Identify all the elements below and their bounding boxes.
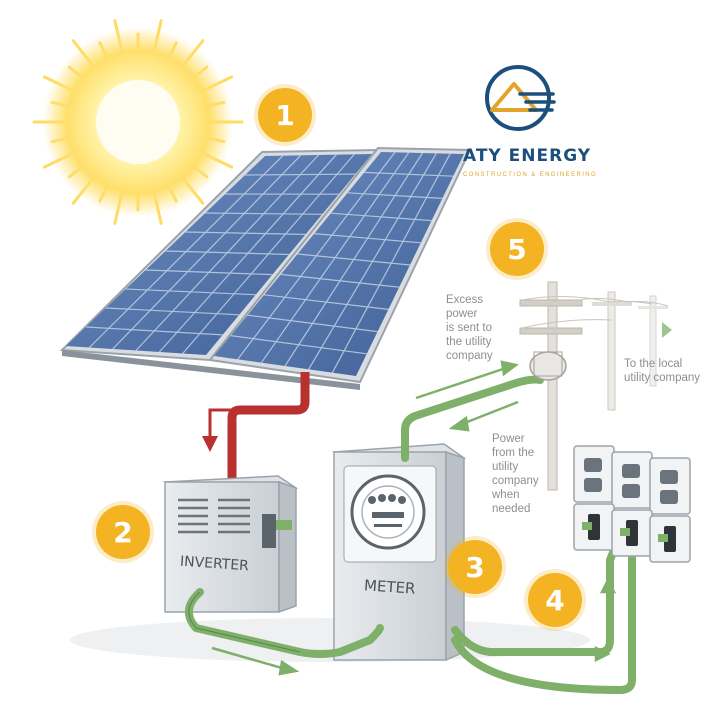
inverter-box-icon (162, 475, 299, 614)
meter-box-icon (331, 443, 467, 662)
note-utility-company: To the local utility company (624, 358, 701, 384)
brand-tagline: CONSTRUCTION & ENGINEERING (463, 172, 598, 178)
note-power-from-utility: Power from the utility company when need… (492, 433, 539, 515)
step-badge-3: 3 (448, 540, 502, 594)
solar-panel-icon (59, 146, 472, 390)
utility-pole-icon (519, 281, 672, 491)
step-badge-1: 1 (258, 88, 312, 142)
outlet-icon (573, 445, 691, 515)
step-badge-5: 5 (490, 222, 544, 276)
arrow-icon (211, 360, 617, 676)
step-badge-4: 4 (528, 573, 582, 627)
step-badge-2: 2 (96, 505, 150, 559)
note-excess-power: Excess power is sent to the utility comp… (446, 294, 493, 362)
switch-icon (573, 503, 691, 563)
sun-icon (32, 19, 244, 225)
brand-logo-mark (485, 65, 556, 131)
dc-wire (202, 372, 310, 480)
meter-label: METER (363, 576, 417, 598)
brand-name: ATY ENERGY (463, 146, 592, 166)
